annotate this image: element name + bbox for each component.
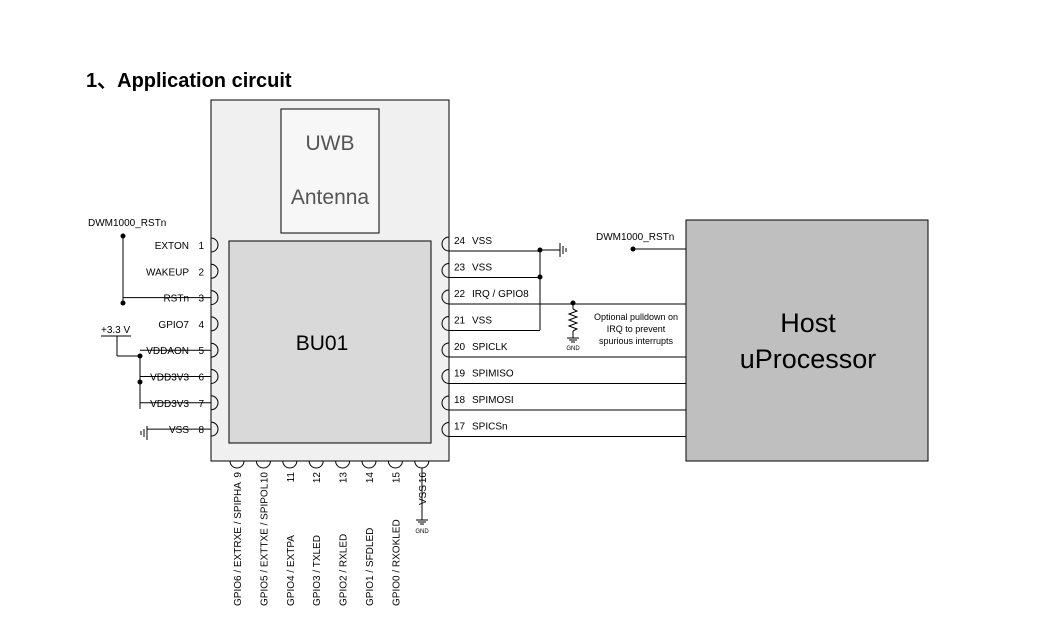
left-pin-name: VDDAON — [146, 346, 189, 357]
right-pin-number: 23 — [454, 263, 466, 274]
antenna-label-line1: UWB — [306, 132, 355, 155]
right-pin-number: 21 — [454, 316, 466, 327]
right-pin-number: 24 — [454, 236, 466, 247]
antenna-box — [280, 108, 380, 234]
left-pin-5: VDDAON 5 — [140, 342, 219, 358]
bottom-pin-number: 11 — [286, 472, 297, 483]
right-wiring: GND Optional pulldown on IRQ to prevent … — [537, 232, 686, 352]
left-pin-number: 1 — [198, 241, 204, 252]
right-pin-22: 22 IRQ / GPIO8 — [441, 289, 686, 305]
ground-symbol-right — [559, 243, 567, 257]
right-pin-number: 18 — [454, 395, 466, 406]
pulldown-note-line1: Optional pulldown on — [594, 312, 678, 322]
left-pin-number: 4 — [198, 320, 204, 331]
left-wiring: DWM1000_RSTn +3.3 V — [88, 218, 166, 440]
right-pin-number: 20 — [454, 342, 466, 353]
bottom-pin-name: GPIO4 / EXTPA — [286, 535, 297, 606]
module-name: BU01 — [296, 332, 349, 355]
left-pin-7: VDD3V3 7 — [140, 395, 219, 411]
left-pin-6: VDD3V3 6 — [140, 369, 219, 384]
right-pin-24: 24 VSS — [441, 236, 540, 252]
gnd-label-bottom: GND — [415, 529, 429, 535]
bottom-pin-number: 13 — [339, 472, 350, 484]
left-pin-3: RSTn 3 — [123, 290, 219, 306]
bottom-pin-name: GPIO5 / EXTTXE / SPIPOL — [259, 483, 270, 606]
left-pin-name: EXTON — [155, 241, 189, 252]
right-pin-name: SPICSn — [472, 422, 508, 433]
left-pin-name: RSTn — [163, 294, 189, 305]
section-heading: 1、Application circuit — [86, 70, 292, 92]
left-pin-name: VDD3V3 — [150, 399, 189, 410]
right-pin-name: VSS — [472, 316, 492, 327]
left-pin-name: WAKEUP — [146, 267, 189, 278]
right-pin-name: SPIMOSI — [472, 395, 514, 406]
bottom-pin-name: VSS — [418, 485, 429, 505]
right-pin-18: 18 SPIMOSI — [441, 395, 686, 411]
left-pin-number: 2 — [198, 267, 204, 278]
right-pin-17: 17 SPICSn — [441, 422, 686, 437]
rst-net-label-left: DWM1000_RSTn — [88, 218, 166, 229]
left-pin-number: 6 — [198, 373, 204, 384]
bottom-pin-name: GPIO2 / RXLED — [339, 534, 350, 606]
left-pin-number: 3 — [198, 294, 204, 305]
left-pin-name: VDD3V3 — [150, 373, 189, 384]
bottom-pin-number: 10 — [259, 472, 270, 484]
left-pin-1: EXTON 1 — [155, 237, 219, 253]
module-chip — [228, 240, 432, 444]
left-pin-name: VSS — [169, 425, 189, 436]
bottom-pin-number: 12 — [312, 472, 323, 484]
right-pin-name: SPICLK — [472, 342, 508, 353]
right-pin-19: 19 SPIMISO — [441, 369, 686, 384]
bottom-pin-number: 15 — [391, 472, 402, 484]
ground-symbol-left — [140, 426, 148, 440]
right-pin-name: VSS — [472, 236, 492, 247]
host-label-line1: Host — [780, 308, 836, 338]
bottom-ground: GND — [415, 468, 429, 535]
host-processor-box — [685, 219, 929, 462]
right-pin-21: 21 VSS — [441, 316, 540, 331]
bottom-pin-name: GPIO3 / TXLED — [312, 535, 323, 606]
right-pin-20: 20 SPICLK — [441, 342, 686, 358]
bottom-pin-name: GPIO1 / SFDLED — [365, 528, 376, 606]
right-pin-name: VSS — [472, 263, 492, 274]
bottom-pin-number: 9 — [233, 472, 244, 478]
antenna-label-line2: Antenna — [291, 186, 370, 209]
right-pin-number: 19 — [454, 369, 466, 380]
left-pin-name: GPIO7 — [158, 320, 189, 331]
supply-net-label: +3.3 V — [101, 325, 131, 336]
pulldown-resistor — [567, 308, 579, 332]
right-pin-name: SPIMISO — [472, 369, 514, 380]
right-pin-number: 22 — [454, 289, 466, 300]
left-pin-2: WAKEUP 2 — [146, 263, 219, 279]
left-pin-8: VSS 8 — [147, 421, 219, 437]
rst-net-label-host: DWM1000_RSTn — [596, 232, 674, 243]
right-pin-number: 17 — [454, 422, 466, 433]
pulldown-note-line2: IRQ to prevent — [607, 324, 666, 334]
left-pin-number: 5 — [198, 346, 204, 357]
bottom-pin-name: GPIO6 / EXTRXE / SPIPHA — [233, 482, 244, 606]
gnd-label-resistor: GND — [566, 346, 580, 352]
pulldown-note-line3: spurious interrupts — [599, 336, 674, 346]
right-pin-23: 23 VSS — [441, 263, 540, 278]
bottom-pin-name: GPIO0 / RXOKLED — [391, 519, 402, 606]
bottom-pin-number: 14 — [365, 472, 376, 484]
bottom-pin-number: 16 — [418, 472, 429, 484]
host-label-line2: uProcessor — [740, 344, 877, 374]
left-pin-4: GPIO7 4 — [158, 316, 219, 332]
left-pin-number: 8 — [198, 425, 204, 436]
left-pin-number: 7 — [198, 399, 204, 410]
right-pin-name: IRQ / GPIO8 — [472, 289, 529, 300]
